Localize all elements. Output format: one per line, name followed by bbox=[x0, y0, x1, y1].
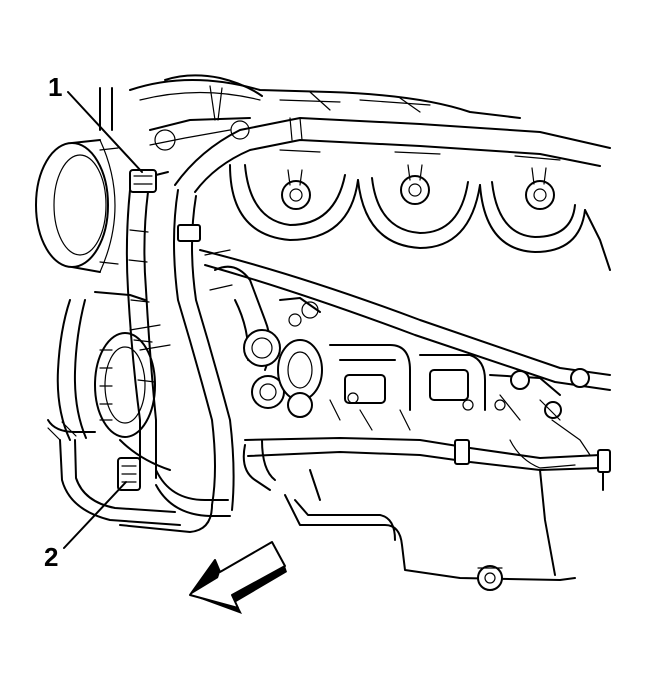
exhaust-manifold bbox=[229, 149, 611, 271]
front-direction-arrow bbox=[189, 541, 287, 614]
engine-block-side bbox=[329, 344, 590, 431]
connector-2 bbox=[117, 457, 141, 491]
balancer-pulley bbox=[35, 139, 119, 273]
callout-1-leader bbox=[67, 91, 143, 173]
thermostat-housing bbox=[204, 249, 285, 409]
lower-pulley-assembly bbox=[47, 291, 181, 526]
harness-conduit-left bbox=[125, 169, 169, 481]
callout-2-leader bbox=[63, 481, 127, 549]
callout-2: 2 bbox=[44, 481, 127, 572]
callout-2-label: 2 bbox=[44, 542, 58, 572]
water-pump bbox=[277, 297, 323, 418]
harness-conduit-center bbox=[119, 189, 235, 533]
harness-conduit-diagonal bbox=[199, 249, 611, 391]
intake-manifold-top bbox=[99, 74, 521, 151]
callout-1: 1 bbox=[48, 72, 143, 173]
callout-1-label: 1 bbox=[48, 72, 62, 102]
oil-pan bbox=[284, 469, 604, 591]
lower-harness-run bbox=[242, 419, 611, 491]
harness-conduit-upper bbox=[174, 117, 611, 193]
